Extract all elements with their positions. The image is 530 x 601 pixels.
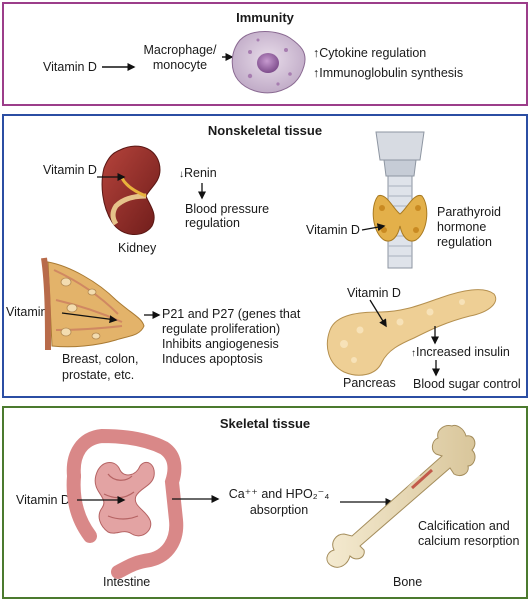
macrophage-cell-image bbox=[232, 32, 305, 93]
intestine-image bbox=[74, 436, 177, 572]
bone-image bbox=[327, 425, 475, 567]
pancreas-image bbox=[327, 290, 495, 376]
kidney-image bbox=[102, 146, 160, 234]
breast-image bbox=[44, 258, 144, 350]
parathyroid-image bbox=[373, 132, 427, 268]
immunity-arrows bbox=[102, 57, 232, 67]
